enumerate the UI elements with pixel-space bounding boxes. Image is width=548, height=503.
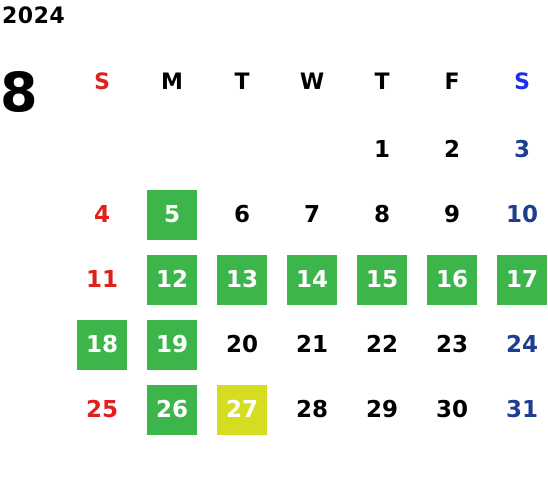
- day-cell-highlighted[interactable]: 16: [427, 255, 477, 305]
- day-cell[interactable]: 22: [365, 332, 398, 358]
- weekday-friday: F: [444, 69, 460, 95]
- day-cell[interactable]: 29: [365, 397, 398, 423]
- day-cell[interactable]: 24: [505, 332, 538, 358]
- day-cell[interactable]: 28: [295, 397, 328, 423]
- weekday-thursday: T: [374, 69, 390, 95]
- day-cell[interactable]: 7: [303, 202, 320, 228]
- day-cell-highlighted[interactable]: 12: [147, 255, 197, 305]
- day-cell[interactable]: 4: [93, 202, 110, 228]
- weekday-saturday: S: [514, 69, 530, 95]
- day-cell[interactable]: 6: [233, 202, 250, 228]
- day-cell[interactable]: 20: [225, 332, 258, 358]
- day-cell[interactable]: 31: [505, 397, 538, 423]
- day-cell-highlighted[interactable]: 14: [287, 255, 337, 305]
- day-cell[interactable]: 8: [373, 202, 390, 228]
- day-cell[interactable]: 30: [435, 397, 468, 423]
- day-cell[interactable]: 2: [443, 137, 460, 163]
- weekday-monday: M: [161, 69, 183, 95]
- month-number: 8: [0, 61, 38, 124]
- day-cell[interactable]: 23: [435, 332, 468, 358]
- day-cell-highlighted[interactable]: 19: [147, 320, 197, 370]
- day-cell-highlighted[interactable]: 26: [147, 385, 197, 435]
- day-cell[interactable]: 11: [85, 267, 118, 293]
- day-cell[interactable]: 3: [513, 137, 530, 163]
- weekday-tuesday: T: [234, 69, 250, 95]
- day-cell-highlighted[interactable]: 13: [217, 255, 267, 305]
- weekday-wednesday: W: [299, 69, 325, 95]
- day-cell-highlighted[interactable]: 17: [497, 255, 547, 305]
- day-cell-highlighted[interactable]: 15: [357, 255, 407, 305]
- weekday-sunday: S: [94, 69, 110, 95]
- year-label: 2024: [2, 4, 66, 29]
- day-cell[interactable]: 1: [373, 137, 390, 163]
- day-cell[interactable]: 9: [443, 202, 460, 228]
- day-cell-today[interactable]: 27: [217, 385, 267, 435]
- day-cell[interactable]: 25: [85, 397, 118, 423]
- day-cell-highlighted[interactable]: 18: [77, 320, 127, 370]
- day-cell[interactable]: 10: [505, 202, 538, 228]
- day-cell[interactable]: 21: [295, 332, 328, 358]
- day-cell-highlighted[interactable]: 5: [147, 190, 197, 240]
